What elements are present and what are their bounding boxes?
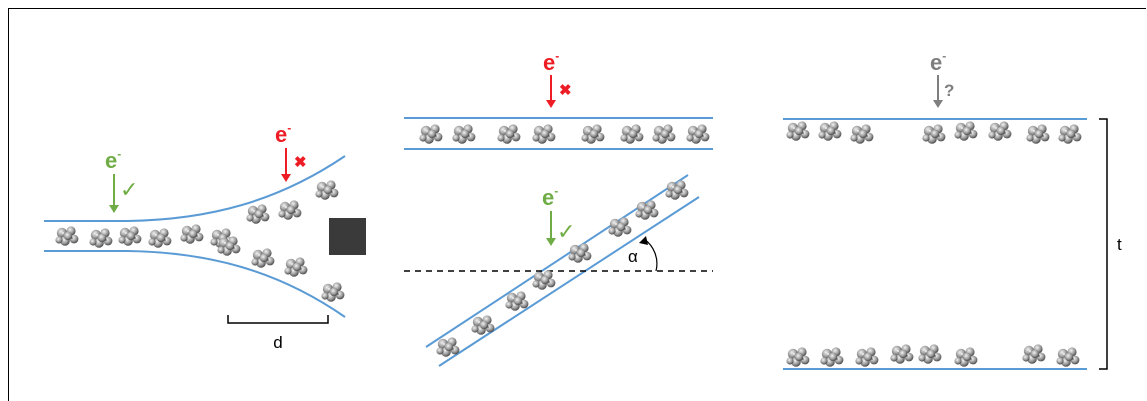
- thickness-bracket: t: [1099, 118, 1122, 370]
- electron-charge: -: [555, 49, 559, 63]
- beam-arrowhead: [546, 238, 556, 246]
- panel-1-channel: e- ✓ e- ✖ d: [44, 121, 366, 352]
- electron-beam-good: e- ✓: [542, 184, 575, 246]
- electron-beam-good: e- ✓: [105, 147, 138, 213]
- electron-beam-unknown: e- ?: [930, 49, 954, 108]
- svg-text:e-: e-: [930, 49, 946, 75]
- electron-charge: -: [117, 147, 121, 161]
- svg-text:e-: e-: [542, 184, 558, 210]
- thickness-label: t: [1117, 235, 1122, 254]
- panel-2-tilt: e- ✖ α e-: [404, 49, 713, 367]
- beam-arrowhead: [109, 205, 119, 213]
- electron-symbol: e: [543, 50, 555, 75]
- figure-frame: [8, 8, 1146, 401]
- beam-arrowhead: [546, 100, 556, 108]
- protein-particles-flat: [419, 124, 710, 144]
- protein-particles: [55, 180, 345, 302]
- tilted-ice-top: [425, 174, 689, 348]
- electron-charge: -: [554, 184, 558, 198]
- channel-bottom-wall: [44, 250, 346, 318]
- svg-text:e-: e-: [275, 121, 291, 147]
- cross-icon: ✖: [294, 154, 307, 171]
- cross-icon: ✖: [559, 82, 572, 99]
- protein-particles-tilted: [436, 180, 689, 357]
- tilt-angle: α: [628, 236, 658, 272]
- angle-label: α: [628, 247, 638, 266]
- beam-arrowhead: [281, 174, 291, 182]
- channel-top-wall: [44, 155, 346, 222]
- electron-symbol: e: [275, 122, 287, 147]
- question-icon: ?: [944, 81, 954, 100]
- electron-symbol: e: [930, 50, 942, 75]
- svg-text:e-: e-: [543, 49, 559, 75]
- electron-symbol: e: [105, 148, 117, 173]
- electron-symbol: e: [542, 185, 554, 210]
- beam-arrowhead: [933, 100, 943, 108]
- blocking-obstacle: [329, 218, 366, 255]
- distance-bracket: d: [227, 315, 329, 352]
- protein-particles-top: [786, 121, 1082, 144]
- electron-charge: -: [287, 121, 291, 135]
- electron-beam-bad: e- ✖: [275, 121, 307, 182]
- electron-charge: -: [942, 49, 946, 63]
- panel-3-thickness: e- ? t: [783, 49, 1122, 370]
- check-icon: ✓: [557, 219, 575, 244]
- svg-text:e-: e-: [105, 147, 121, 173]
- electron-beam-bad: e- ✖: [543, 49, 572, 108]
- check-icon: ✓: [120, 177, 138, 202]
- protein-particles-bottom: [786, 344, 1080, 367]
- tilted-ice-bottom: [438, 196, 700, 367]
- distance-label: d: [273, 333, 282, 352]
